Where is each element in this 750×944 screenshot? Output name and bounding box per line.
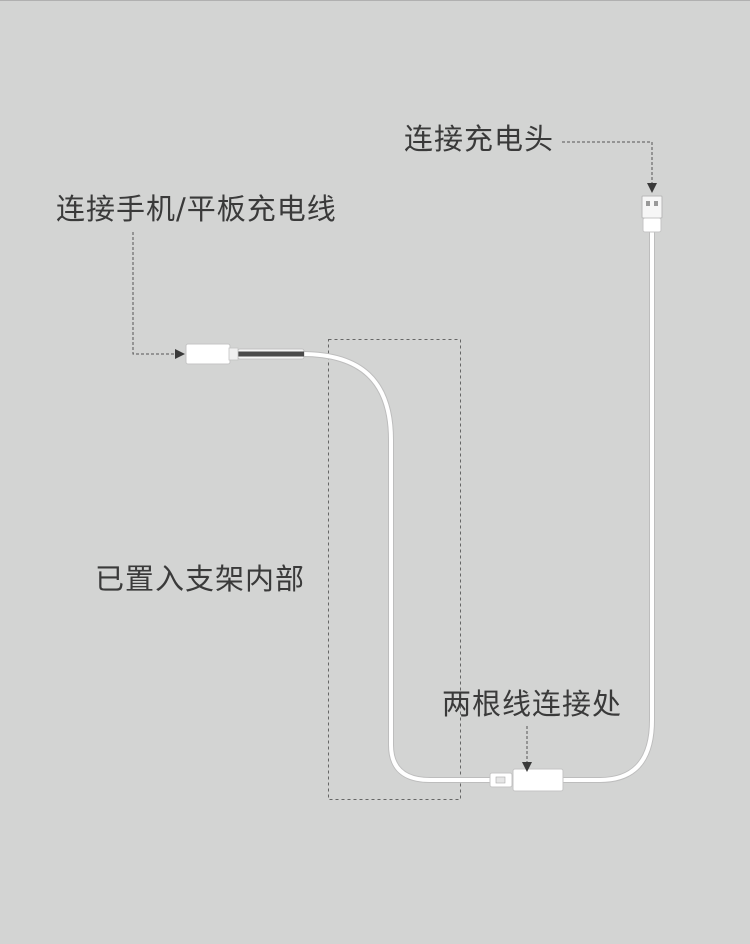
leader-device-cable xyxy=(132,232,185,359)
female-connector-neck xyxy=(228,347,239,361)
usb-pin xyxy=(654,201,658,206)
inside-stand-box xyxy=(328,339,461,800)
junction-plug-tip xyxy=(495,776,506,784)
metal-plug-core xyxy=(238,351,304,357)
usb-pin xyxy=(646,201,650,206)
usb-plug-head xyxy=(641,195,663,219)
label-junction: 两根线连接处 xyxy=(442,687,623,721)
leader-charger-head xyxy=(562,141,657,193)
female-connector xyxy=(185,343,231,365)
label-inside-stand: 已置入支架内部 xyxy=(95,562,306,596)
label-device-cable: 连接手机/平板充电线 xyxy=(56,192,337,226)
junction-socket xyxy=(512,768,564,792)
usb-plug-body xyxy=(642,217,662,233)
label-charger-head: 连接充电头 xyxy=(404,122,555,156)
cable xyxy=(300,230,654,782)
